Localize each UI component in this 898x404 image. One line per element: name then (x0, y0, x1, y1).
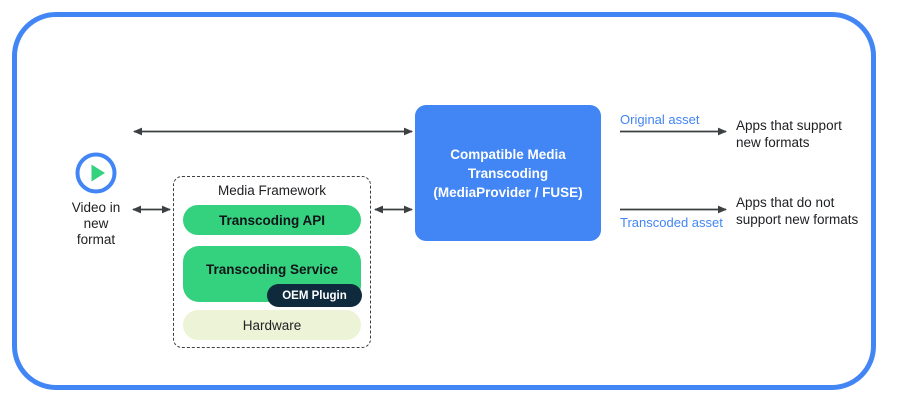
oem-plugin-badge: OEM Plugin (267, 284, 362, 307)
media-framework-group (173, 176, 371, 348)
video-source-label: Video in new format (71, 200, 121, 247)
video-play-icon (74, 151, 118, 195)
apps-no-support-new-formats-label: Apps that do not support new formats (736, 195, 859, 227)
hardware-box: Hardware (183, 310, 361, 340)
apps-support-new-formats-label: Apps that support new formats (736, 118, 842, 150)
media-framework-title: Media Framework (217, 183, 327, 198)
transcoding-api-box: Transcoding API (183, 205, 361, 235)
transcoded-asset-label: Transcoded asset (620, 215, 723, 230)
compatible-media-transcoding-box: Compatible Media Transcoding (MediaProvi… (415, 105, 601, 241)
original-asset-label: Original asset (620, 112, 700, 127)
outer-frame-border (12, 12, 876, 390)
